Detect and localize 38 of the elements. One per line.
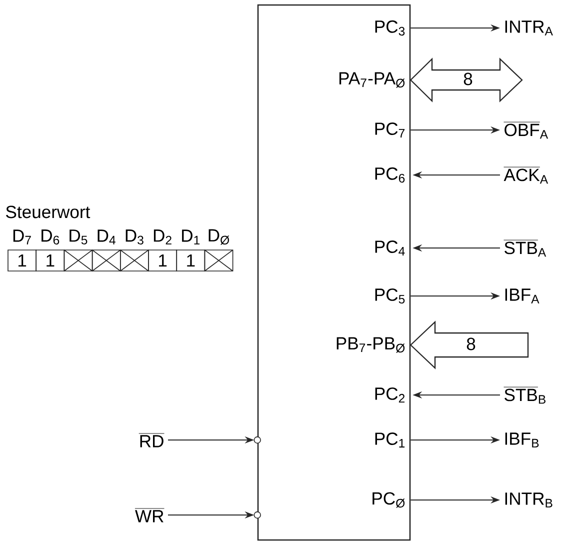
pin-label: PB$_{7}$-PB$_{Ø}$ xyxy=(336,337,405,353)
bit-label: D$_{Ø}$ xyxy=(208,229,230,245)
pin-label: PC$_{5}$ xyxy=(375,288,405,304)
bit-cell: 1 xyxy=(36,250,65,272)
register-title: Steuerwort xyxy=(6,206,90,218)
pin-label: PC$_{7}$ xyxy=(375,122,405,138)
signal-label: $\overline{\mathsf{STB}}_{\mathsf{B}}$ xyxy=(504,387,546,404)
pin-label: PC$_{2}$ xyxy=(375,387,405,403)
signal-label: $\mathsf{INTR}_{\mathsf{A}}$ xyxy=(505,20,553,36)
bus-arrow xyxy=(410,320,529,370)
pin-label: PC$_{4}$ xyxy=(375,240,405,256)
bit-label: D$_{5}$ xyxy=(70,230,88,244)
pin-label: PA$_{7}$-PA$_{Ø}$ xyxy=(339,72,405,88)
bit-cell: 1 xyxy=(176,250,206,272)
chip-box xyxy=(257,4,411,541)
signal-label: $\overline{\mathsf{OBF}}_{\mathsf{A}}$ xyxy=(504,122,548,139)
bit-label: D$_{4}$ xyxy=(98,230,116,244)
bit-cell: 1 xyxy=(148,250,178,272)
signal-label: $\mathsf{IBF}_{\mathsf{B}}$ xyxy=(505,432,539,448)
bus-arrow xyxy=(410,58,523,102)
signal-label: $\overline{\mathsf{RD}}$ xyxy=(138,433,164,448)
bit-label: D$_{7}$ xyxy=(13,230,31,244)
pin-label: PC$_{1}$ xyxy=(375,432,405,448)
bit-label: D$_{6}$ xyxy=(42,230,60,244)
pin-label: PC$_{Ø}$ xyxy=(372,492,405,508)
signal-label: $\overline{\mathsf{STB}}_{\mathsf{A}}$ xyxy=(504,240,546,257)
bus-width-label: 8 xyxy=(462,72,474,86)
signal-label: $\overline{\mathsf{ACK}}_{\mathsf{A}}$ xyxy=(504,167,548,184)
bit-label: D$_{3}$ xyxy=(126,230,144,244)
bit-label: D$_{2}$ xyxy=(154,230,172,244)
signal-label: $\mathsf{INTR}_{\mathsf{B}}$ xyxy=(505,492,552,508)
bit-cell: 1 xyxy=(8,250,36,272)
bit-label: D$_{1}$ xyxy=(182,230,200,244)
pin-label: PC$_{3}$ xyxy=(375,20,405,36)
signal-label: $\mathsf{IBF}_{\mathsf{A}}$ xyxy=(505,288,540,304)
bus-width-label: 8 xyxy=(464,336,478,352)
signal-label: $\overline{\mathsf{WR}}$ xyxy=(134,508,164,522)
pin-label: PC$_{6}$ xyxy=(375,167,405,183)
